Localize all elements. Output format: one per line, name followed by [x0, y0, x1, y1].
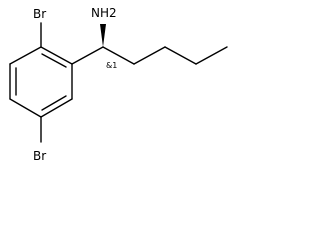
wedge-bond-amine — [100, 24, 106, 47]
bromine-top-label: Br — [33, 7, 46, 21]
bond-ring-chiral-center — [71, 46, 104, 65]
ring-bond-c4-c5 — [9, 98, 42, 118]
chain-bond-1 — [102, 46, 135, 65]
chain-bond-4 — [195, 46, 228, 65]
ring-double-bond-c5-c6 — [41, 95, 67, 111]
molecule-structure: NH2 Br Br &1 — [9, 6, 228, 163]
ring-bond-c2-c3 — [9, 46, 42, 65]
chain-bond-3 — [164, 46, 197, 65]
ring-double-bond-c1-c2 — [41, 53, 67, 68]
bromine-bottom-label: Br — [33, 149, 46, 163]
chain-bond-2 — [133, 46, 166, 65]
ring-bond-c5-c6 — [40, 98, 73, 118]
ring-bond-c1-c2 — [40, 46, 73, 65]
amine-label: NH2 — [91, 6, 117, 20]
stereo-label: &1 — [106, 61, 117, 70]
